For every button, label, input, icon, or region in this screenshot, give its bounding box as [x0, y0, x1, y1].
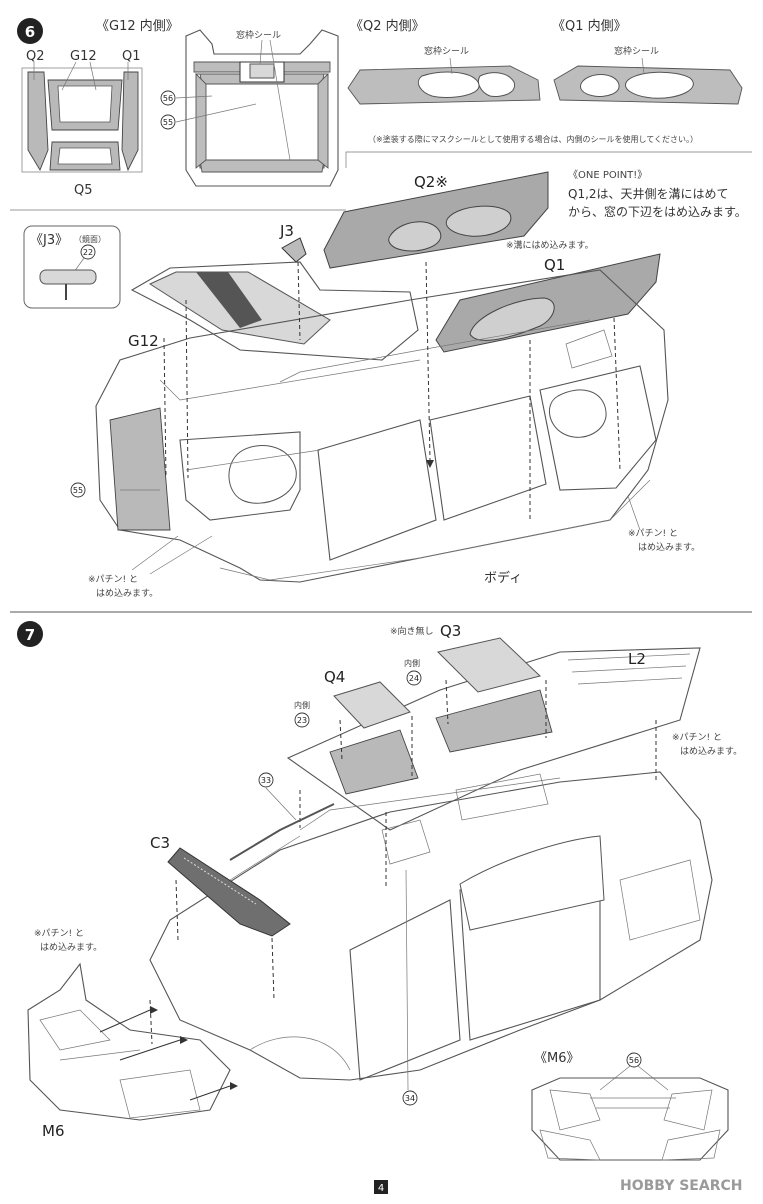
body-assembly-step6	[95, 171, 669, 583]
page-number-box	[374, 1180, 388, 1194]
label-q1-main: Q1	[544, 256, 565, 274]
q1-inner-title: 《Q1 内側》	[552, 18, 627, 34]
snap-note-right-1: ※パチン! と	[628, 528, 678, 539]
part-22-label: 22	[83, 248, 93, 257]
step6-number: 6	[25, 23, 35, 41]
m6-inset-view: 《M6》 56	[531, 1051, 729, 1161]
sticker-sheet	[21, 61, 143, 173]
g12-inner-title: 《G12 内側》	[96, 18, 179, 34]
m6-bumper-part	[27, 962, 238, 1121]
snap-note-l2-2: はめ込みます。	[680, 746, 742, 757]
snap-note-l2-1: ※パチン! と	[672, 732, 722, 743]
watermark: HOBBY SEARCH	[620, 1178, 742, 1194]
part-23-label: 23	[297, 716, 307, 725]
m6-inset-title: 《M6》	[534, 1051, 580, 1066]
inner-label-2: 内側	[294, 700, 310, 710]
window-seal-q1: 窓枠シール	[614, 45, 659, 57]
label-q2-sheet: Q2	[26, 49, 45, 64]
roof-assembly	[286, 637, 701, 831]
label-q3: Q3	[440, 622, 461, 640]
step6-number-circle	[17, 18, 43, 44]
label-q2-star: Q2※	[414, 173, 448, 191]
one-point-line2: から、窓の下辺をはめ込みます。	[568, 204, 747, 219]
inner-label-1: 内側	[404, 658, 420, 668]
body-label: ボディ	[484, 570, 522, 586]
car-body-step7	[149, 771, 713, 1091]
snap-note-left-1: ※パチン! と	[88, 574, 138, 585]
label-q5-sheet: Q5	[74, 183, 93, 198]
note-groove: ※溝にはめ込みます。	[506, 239, 594, 251]
label-q4: Q4	[324, 668, 345, 686]
note-no-direction: ※向き無し	[390, 625, 434, 637]
part-55-label: 55	[163, 118, 173, 127]
q1-inner-view	[553, 57, 743, 105]
part-56-m6-label: 56	[629, 1056, 639, 1065]
g12-inner-view	[185, 29, 339, 187]
part-24-label: 24	[409, 674, 419, 683]
q2-inner-title: 《Q2 内側》	[350, 18, 425, 34]
window-seal-g12: 窓枠シール	[236, 29, 281, 41]
step7-section: 7 ※向き無し Q3 Q4 内側 24 内側 23 L2 ※パチ	[17, 621, 742, 1161]
c3-cowl-part	[167, 847, 291, 1001]
q2-inner-view	[347, 57, 541, 105]
page-number: 4	[378, 1183, 384, 1194]
label-j3: J3	[279, 222, 294, 240]
label-m6: M6	[42, 1122, 65, 1140]
one-point-title: 《ONE POINT!》	[568, 169, 647, 181]
j3-title: 《J3》	[30, 233, 68, 248]
label-g12-main: G12	[128, 332, 159, 350]
note-mask-seal: （※塗装する際にマスクシールとして使用する場合は、内側のシールを使用してください…	[368, 134, 698, 144]
j3-mirror-label: （鏡面）	[74, 234, 106, 244]
part-56-label: 56	[163, 94, 173, 103]
one-point-line1: Q1,2は、天井側を溝にはめて	[568, 187, 729, 201]
step7-number-circle	[17, 621, 43, 647]
snap-note-m6-2: はめ込みます。	[40, 942, 102, 953]
label-l2: L2	[628, 650, 646, 668]
step7-number: 7	[25, 626, 35, 644]
label-c3: C3	[150, 834, 170, 852]
part-34-label: 34	[405, 1094, 415, 1103]
part-55-main: 55	[73, 486, 83, 495]
window-seal-q2: 窓枠シール	[424, 45, 469, 57]
j3-detail-box	[23, 225, 121, 309]
snap-note-m6-1: ※パチン! と	[34, 928, 84, 939]
label-q1-sheet: Q1	[122, 49, 141, 64]
step6-section: 6 Q2 G12 Q1 Q5 《G12 内側》	[10, 18, 752, 599]
snap-note-left-2: はめ込みます。	[96, 588, 158, 599]
snap-note-right-2: はめ込みます。	[638, 542, 700, 553]
label-g12-sheet: G12	[70, 49, 97, 64]
part-33-label: 33	[261, 776, 271, 785]
